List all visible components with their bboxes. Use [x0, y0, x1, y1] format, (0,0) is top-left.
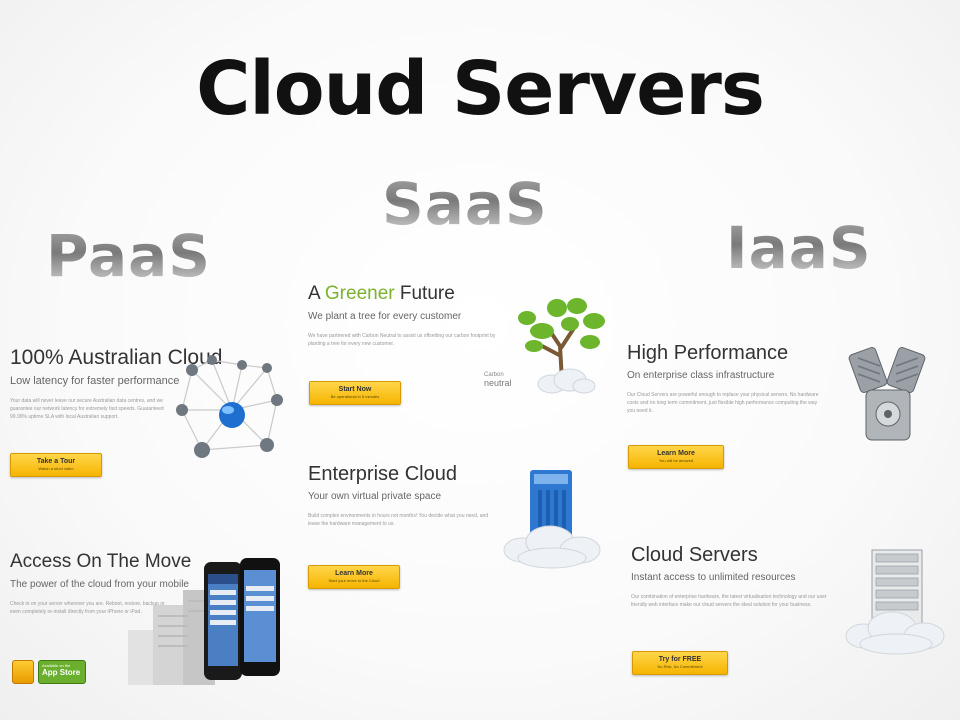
panel-body: Check in on your server wherever you are… [10, 600, 165, 615]
building-icon [128, 590, 215, 685]
panel-title: Access On The Move [10, 551, 192, 572]
cta-sublabel: Watch a short video [38, 466, 74, 471]
app-store-badge[interactable]: Available on the App Store [38, 660, 86, 684]
start-now-button[interactable]: Start Now Be operational in 5 minutes [309, 381, 401, 405]
panel-body: Our Cloud Servers are powerful enough to… [627, 392, 819, 414]
carbon-badge-big: neutral [484, 378, 512, 388]
title-prefix: A [308, 283, 325, 304]
smartphones-icon [204, 558, 280, 680]
cta-sublabel: You will be amazed [658, 458, 694, 463]
saas-label: SaaS [382, 170, 548, 238]
app-icon[interactable] [12, 660, 34, 684]
panel-cloud-servers: Cloud Servers Instant access to unlimite… [631, 544, 841, 609]
cta-sublabel: Be operational in 5 minutes [330, 394, 380, 399]
slide-title: Cloud Servers [196, 46, 765, 132]
app-store-small-text: Available on the [42, 663, 71, 668]
panel-body: Our combination of enterprise hardware, … [631, 594, 827, 608]
take-a-tour-button[interactable]: Take a Tour Watch a short video [10, 453, 102, 477]
panel-enterprise-cloud: Enterprise Cloud Your own virtual privat… [308, 463, 508, 528]
panel-access-on-the-move: Access On The Move The power of the clou… [10, 551, 192, 616]
panel-subtitle: The power of the cloud from your mobile [10, 578, 189, 590]
panel-subtitle: Instant access to unlimited resources [631, 572, 796, 583]
panel-high-performance: High Performance On enterprise class inf… [627, 342, 827, 415]
cta-label: Start Now [338, 386, 372, 393]
enterprise-learn-more-button[interactable]: Learn More Start your move to the Cloud [308, 565, 400, 589]
server-on-cloud-icon [503, 470, 601, 569]
panel-subtitle: On enterprise class infrastructure [627, 370, 775, 381]
cta-label: Learn More [335, 570, 373, 577]
cta-label: Try for FREE [658, 656, 702, 663]
cta-sublabel: Start your move to the Cloud [328, 578, 380, 583]
panel-australian-cloud: 100% Australian Cloud Low latency for fa… [10, 346, 223, 421]
panel-greener-future: A Greener Future We plant a tree for eve… [308, 283, 508, 348]
carbon-badge-small: Carbon [484, 372, 504, 378]
cta-label: Learn More [657, 450, 695, 457]
app-store-text: App Store [42, 668, 81, 677]
panel-title: High Performance [627, 342, 789, 364]
panel-title: 100% Australian Cloud [10, 346, 223, 369]
carbon-neutral-badge: Carbon neutral [478, 372, 528, 402]
panel-body: Build complex environments in hours not … [308, 513, 489, 527]
title-highlight: Greener [324, 283, 395, 304]
panel-body: We have partnered with Carbon Neutral to… [308, 332, 496, 347]
panel-title: Enterprise Cloud [308, 463, 457, 485]
paas-label: PaaS [46, 222, 212, 290]
title-suffix: Future [394, 283, 455, 304]
try-for-free-button[interactable]: Try for FREE No Risk, No Commitment [632, 651, 728, 675]
iaas-label: IaaS [726, 214, 872, 282]
tree-on-cloud-icon [518, 298, 605, 394]
engine-icon [848, 347, 926, 441]
panel-title: Cloud Servers [631, 544, 758, 566]
performance-learn-more-button[interactable]: Learn More You will be amazed [628, 445, 724, 469]
server-rack-cloud-icon [845, 549, 945, 655]
cta-label: Take a Tour [36, 458, 76, 465]
panel-subtitle: We plant a tree for every customer [308, 310, 462, 322]
network-globe-icon [176, 355, 283, 458]
panel-title: A Greener Future [308, 283, 508, 305]
panel-subtitle: Low latency for faster performance [10, 375, 180, 388]
panel-subtitle: Your own virtual private space [308, 491, 442, 502]
cta-sublabel: No Risk, No Commitment [657, 664, 703, 669]
panel-body: Your data will never leave our secure Au… [10, 398, 164, 421]
